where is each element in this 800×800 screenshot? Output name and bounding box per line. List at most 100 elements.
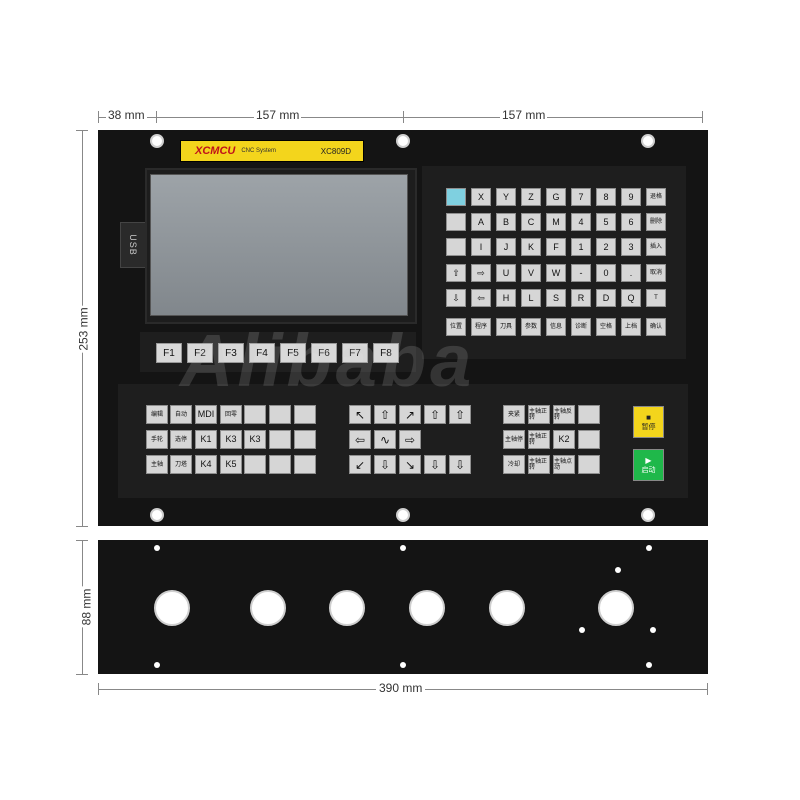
key-r0-c0[interactable] [446, 188, 466, 206]
key-r1-c7[interactable]: 6 [621, 213, 641, 231]
spindle-key-1-1[interactable]: 主轴正转 [528, 430, 550, 449]
soft-key-6[interactable]: 空格 [596, 318, 616, 336]
key-r1-c4[interactable]: M [546, 213, 566, 231]
jog-arrow-0-4-icon[interactable]: ⇧ [449, 405, 471, 424]
mode-key-4[interactable]: 手轮 [146, 430, 168, 449]
aux-key-2-1[interactable] [269, 455, 291, 474]
key-r0-c3[interactable]: Z [521, 188, 541, 206]
mode-key-0[interactable]: 编辑 [146, 405, 168, 424]
jog-arrow-2-0-icon[interactable]: ↙ [349, 455, 371, 474]
jog-arrow-0-2-icon[interactable]: ↗ [399, 405, 421, 424]
key-r4-c2[interactable]: H [496, 289, 516, 307]
aux-key-1-1[interactable] [269, 430, 291, 449]
aux-key-0-0[interactable] [244, 405, 266, 424]
function-key-2[interactable]: F2 [187, 343, 213, 363]
jog-arrow-2-4-icon[interactable]: ⇩ [449, 455, 471, 474]
function-key-4[interactable]: F4 [249, 343, 275, 363]
pause-button[interactable]: ■ 暂停 [633, 406, 664, 438]
key-r3-c4[interactable]: W [546, 264, 566, 282]
jog-arrow-0-3-icon[interactable]: ⇧ [424, 405, 446, 424]
spindle-key-0-0[interactable]: 夹紧 [503, 405, 525, 424]
key-r4-c1[interactable]: ⇦ [471, 289, 491, 307]
jog-arrow-2-1-icon[interactable]: ⇩ [374, 455, 396, 474]
aux-key-2-0[interactable] [244, 455, 266, 474]
key-r1-c6[interactable]: 5 [596, 213, 616, 231]
soft-key-5[interactable]: 诊断 [571, 318, 591, 336]
key-r3-c6[interactable]: 0 [596, 264, 616, 282]
key-r1-c0[interactable] [446, 213, 466, 231]
soft-key-4[interactable]: 信息 [546, 318, 566, 336]
spindle-key-0-1[interactable]: 主轴正转 [528, 405, 550, 424]
key-r4-c0[interactable]: ⇩ [446, 289, 466, 307]
key-r0-c5[interactable]: 7 [571, 188, 591, 206]
aux-key-2-2[interactable] [294, 455, 316, 474]
mode-key-6[interactable]: K1 [195, 430, 217, 449]
key-r1-c2[interactable]: B [496, 213, 516, 231]
spindle-key-0-2[interactable]: 主轴反转 [553, 405, 575, 424]
soft-key-8[interactable]: 确认 [646, 318, 666, 336]
jog-arrow-1-1-icon[interactable]: ∿ [374, 430, 396, 449]
function-key-8[interactable]: F8 [373, 343, 399, 363]
key-r0-c7[interactable]: 9 [621, 188, 641, 206]
spindle-key-2-3[interactable] [578, 455, 600, 474]
soft-key-7[interactable]: 上档 [621, 318, 641, 336]
spindle-key-1-3[interactable] [578, 430, 600, 449]
key-r0-c1[interactable]: X [471, 188, 491, 206]
key-r2-c3[interactable]: K [521, 238, 541, 256]
key-r4-c3[interactable]: L [521, 289, 541, 307]
key-r3-c5[interactable]: - [571, 264, 591, 282]
usb-port[interactable]: USB [120, 222, 146, 268]
aux-key-1-0[interactable]: K3 [244, 430, 266, 449]
spindle-key-1-0[interactable]: 主轴停 [503, 430, 525, 449]
mode-key-2[interactable]: MDI [195, 405, 217, 424]
key-r0-c8[interactable]: 退格 [646, 188, 666, 206]
key-r2-c4[interactable]: F [546, 238, 566, 256]
key-r3-c3[interactable]: V [521, 264, 541, 282]
spindle-key-0-3[interactable] [578, 405, 600, 424]
soft-key-3[interactable]: 参数 [521, 318, 541, 336]
key-r2-c8[interactable]: 插入 [646, 238, 666, 256]
aux-key-0-1[interactable] [269, 405, 291, 424]
key-r3-c8[interactable]: 取消 [646, 264, 666, 282]
key-r2-c6[interactable]: 2 [596, 238, 616, 256]
key-r0-c4[interactable]: G [546, 188, 566, 206]
function-key-1[interactable]: F1 [156, 343, 182, 363]
mode-key-9[interactable]: 刀塔 [170, 455, 192, 474]
key-r4-c4[interactable]: S [546, 289, 566, 307]
key-r2-c2[interactable]: J [496, 238, 516, 256]
jog-arrow-1-2-icon[interactable]: ⇨ [399, 430, 421, 449]
key-r1-c3[interactable]: C [521, 213, 541, 231]
mode-key-10[interactable]: K4 [195, 455, 217, 474]
key-r1-c5[interactable]: 4 [571, 213, 591, 231]
jog-arrow-0-1-icon[interactable]: ⇧ [374, 405, 396, 424]
mode-key-8[interactable]: 主轴 [146, 455, 168, 474]
spindle-key-2-1[interactable]: 主轴正转 [528, 455, 550, 474]
mode-key-11[interactable]: K5 [220, 455, 242, 474]
key-r3-c7[interactable]: . [621, 264, 641, 282]
key-r1-c1[interactable]: A [471, 213, 491, 231]
aux-key-1-2[interactable] [294, 430, 316, 449]
spindle-key-1-2[interactable]: K2 [553, 430, 575, 449]
function-key-3[interactable]: F3 [218, 343, 244, 363]
soft-key-0[interactable]: 位置 [446, 318, 466, 336]
key-r4-c8[interactable]: T [646, 289, 666, 307]
spindle-key-2-2[interactable]: 主轴点动 [553, 455, 575, 474]
jog-arrow-2-2-icon[interactable]: ↘ [399, 455, 421, 474]
key-r3-c0[interactable]: ⇧ [446, 264, 466, 282]
key-r2-c1[interactable]: I [471, 238, 491, 256]
key-r0-c2[interactable]: Y [496, 188, 516, 206]
start-button[interactable]: ▶ 启动 [633, 449, 664, 481]
key-r4-c5[interactable]: R [571, 289, 591, 307]
soft-key-1[interactable]: 程序 [471, 318, 491, 336]
key-r0-c6[interactable]: 8 [596, 188, 616, 206]
aux-key-0-2[interactable] [294, 405, 316, 424]
function-key-5[interactable]: F5 [280, 343, 306, 363]
key-r4-c7[interactable]: Q [621, 289, 641, 307]
key-r1-c8[interactable]: 删除 [646, 213, 666, 231]
soft-key-2[interactable]: 刀具 [496, 318, 516, 336]
jog-arrow-1-0-icon[interactable]: ⇦ [349, 430, 371, 449]
key-r3-c2[interactable]: U [496, 264, 516, 282]
mode-key-1[interactable]: 自动 [170, 405, 192, 424]
spindle-key-2-0[interactable]: 冷却 [503, 455, 525, 474]
mode-key-5[interactable]: 选停 [170, 430, 192, 449]
